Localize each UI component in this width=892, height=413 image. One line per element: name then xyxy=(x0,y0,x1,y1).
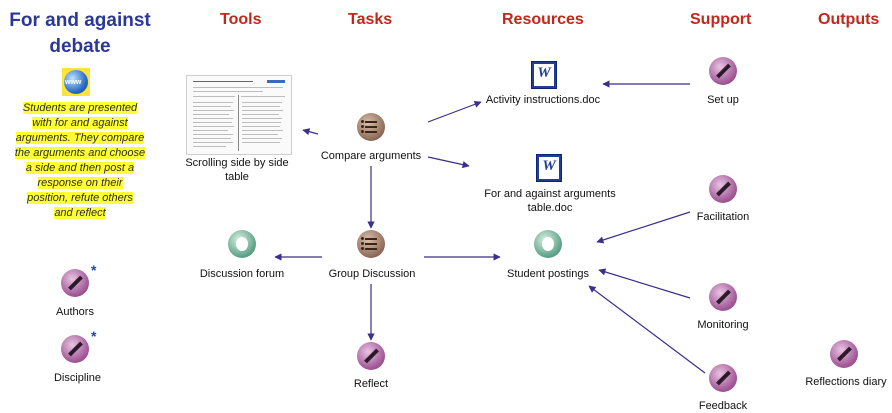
authors-star: * xyxy=(91,262,97,278)
discussion-forum-label: Discussion forum xyxy=(199,268,285,280)
facilitation-label: Facilitation xyxy=(696,211,750,223)
reflect-label: Reflect xyxy=(353,378,389,390)
arrow-monitoring-to-postings xyxy=(598,268,691,299)
description-line: position, refute others xyxy=(27,192,133,204)
feedback-pen-icon[interactable] xyxy=(709,364,737,392)
column-header-tools: Tools xyxy=(220,11,262,28)
description-line: with for and against xyxy=(32,117,128,129)
facilitation-pen-icon[interactable] xyxy=(709,175,737,203)
description-line: a side and then post a xyxy=(25,162,135,174)
arrow-compare-to-table-doc xyxy=(427,156,470,169)
group-discussion-label: Group Discussion xyxy=(328,268,416,280)
activity-instructions-label: Activity instructions.doc xyxy=(485,94,601,106)
column-header-tasks: Tasks xyxy=(348,11,393,28)
monitoring-pen-icon[interactable] xyxy=(709,283,737,311)
description-line: the arguments and choose xyxy=(14,147,146,159)
for-against-table-label-line: table.doc xyxy=(527,202,573,214)
student-postings-icon[interactable] xyxy=(534,230,562,258)
student-postings-label: Student postings xyxy=(507,268,589,280)
arrow-compare-to-table-tool xyxy=(302,128,319,136)
group-discussion-task-icon[interactable] xyxy=(357,230,385,258)
scrolling-table-thumbnail[interactable] xyxy=(186,75,292,155)
discipline-label: Discipline xyxy=(53,372,102,384)
compare-arguments-task-icon[interactable] xyxy=(357,113,385,141)
column-header-outputs: Outputs xyxy=(818,11,880,28)
compare-arguments-label: Compare arguments xyxy=(320,150,422,162)
discipline-pen-icon[interactable] xyxy=(61,335,89,363)
scrolling-table-label-line: table xyxy=(225,171,249,183)
activity-description: Students are presented with for and agai… xyxy=(5,101,155,221)
scrolling-table-label: Scrolling side by side table xyxy=(172,156,302,184)
setup-label: Set up xyxy=(707,94,739,106)
reflections-diary-label: Reflections diary xyxy=(805,376,887,388)
discipline-star: * xyxy=(91,328,97,344)
description-line: response on their xyxy=(37,177,123,189)
column-header-resources: Resources xyxy=(502,11,584,28)
setup-pen-icon[interactable] xyxy=(709,57,737,85)
authors-pen-icon[interactable] xyxy=(61,269,89,297)
page-title: For and against debate xyxy=(5,8,155,60)
discussion-forum-icon[interactable] xyxy=(228,230,256,258)
word-letter: W xyxy=(542,158,556,174)
globe-icon[interactable]: www xyxy=(62,68,90,96)
column-header-support: Support xyxy=(690,11,752,28)
scrolling-table-label-line: Scrolling side by side xyxy=(185,157,289,169)
for-against-table-word-doc-icon[interactable]: W xyxy=(536,154,562,182)
monitoring-label: Monitoring xyxy=(697,319,749,331)
reflect-pen-icon[interactable] xyxy=(357,342,385,370)
for-against-table-label-line: For and against arguments xyxy=(484,188,616,200)
page-title-text: For and against debate xyxy=(9,10,151,57)
reflections-diary-pen-icon[interactable] xyxy=(830,340,858,368)
authors-label: Authors xyxy=(56,306,94,318)
activity-instructions-word-doc-icon[interactable]: W xyxy=(531,61,557,89)
description-line: Students are presented xyxy=(22,102,138,114)
arrow-facilitation-to-postings xyxy=(596,211,691,244)
description-line: arguments. They compare xyxy=(15,132,145,144)
for-against-table-label: For and against arguments table.doc xyxy=(470,187,630,215)
description-line: and reflect xyxy=(54,207,106,219)
feedback-label: Feedback xyxy=(698,400,748,412)
word-letter: W xyxy=(537,65,551,81)
